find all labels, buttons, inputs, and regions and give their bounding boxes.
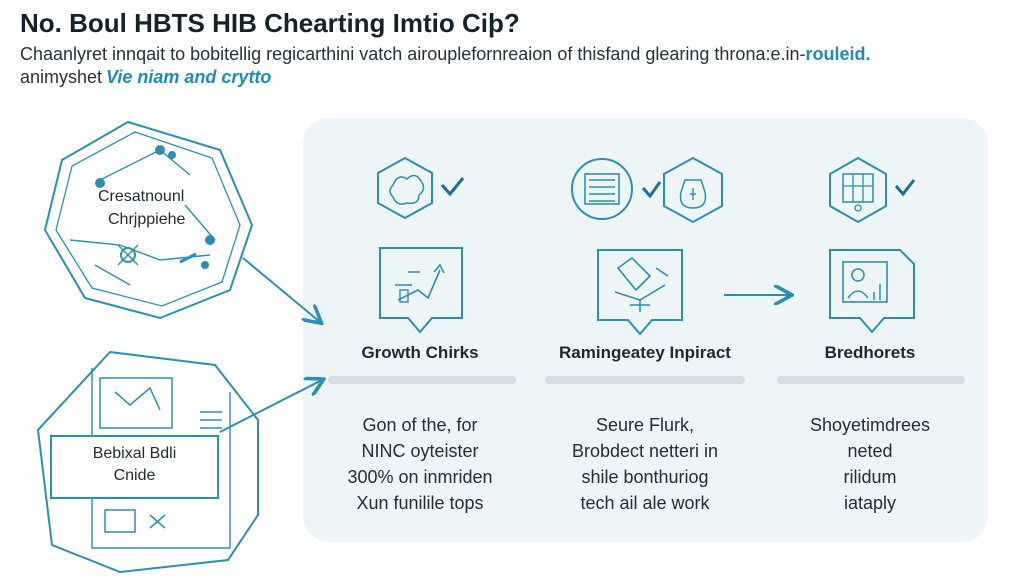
subtitle-text-1: Chaanlyret innqait to bobitellig regicar… xyxy=(20,44,806,64)
checkmark-icon xyxy=(894,179,916,197)
checkmark-icon xyxy=(440,177,465,197)
desc-line: Brobdect netteri in xyxy=(571,441,719,461)
column-title-impact: Ramingeatey Inpiract xyxy=(559,343,731,362)
brain-hexagon-icon xyxy=(377,156,433,220)
desc-line: Seure Flurk, xyxy=(595,415,695,435)
arrow-right-icon xyxy=(242,257,320,322)
info-box: Bebixal Bdli Cnide xyxy=(50,435,219,499)
arrow-right-icon xyxy=(219,380,322,433)
checkmark-icon xyxy=(641,181,662,199)
document-hexagon-icon xyxy=(571,158,633,220)
box-label-line1: Bebixal Bdli xyxy=(92,445,177,462)
column-desc-growth: Gon of the, for NINC oyteister 300% on i… xyxy=(320,412,520,516)
analytics-screen-icon xyxy=(829,249,915,334)
desc-line: rilidum xyxy=(843,467,897,487)
desc-line: Shoyetimdrees xyxy=(809,415,931,435)
desc-line: tech ail ale work xyxy=(580,493,710,513)
column-divider xyxy=(545,376,745,384)
column-divider xyxy=(328,376,516,384)
column-desc-bredhorets: Shoyetimdrees neted rilidum iataply xyxy=(770,412,970,516)
subtitle-accent-2: Vie niam and crytto xyxy=(106,67,272,87)
building-hexagon-icon xyxy=(829,156,887,224)
desc-line: iataply xyxy=(843,493,897,513)
subtitle-text-2: animyshet xyxy=(20,67,103,87)
column-title-growth: Growth Chirks xyxy=(361,343,479,362)
network-label-line2: Chrjppiehe xyxy=(108,211,186,228)
box-label-line2: Cnide xyxy=(113,467,156,484)
column-title-bredhorets: Bredhorets xyxy=(824,343,916,362)
money-bag-hexagon-icon xyxy=(663,156,723,224)
column-divider xyxy=(777,376,965,384)
desc-line: Xun funilile tops xyxy=(356,493,484,513)
network-octagon-icon xyxy=(43,120,254,320)
desc-line: 300% on inmriden xyxy=(347,467,493,487)
subtitle-line-1: Chaanlyret innqait to bobitellig regicar… xyxy=(20,44,871,65)
subtitle-accent-1: rouleid. xyxy=(805,44,871,64)
page-title: No. Boul HBTS HIB Chearting Imtio Ciþ? xyxy=(20,8,520,38)
desc-line: Gon of the, for xyxy=(362,415,478,435)
column-desc-impact: Seure Flurk, Brobdect netteri in shile b… xyxy=(545,412,745,516)
desc-line: NINC oyteister xyxy=(361,441,479,461)
handshake-icon xyxy=(597,249,683,336)
desc-line: neted xyxy=(847,441,893,461)
growth-chart-icon xyxy=(379,247,463,334)
desc-line: shile bonthuriog xyxy=(581,467,709,487)
network-label-line1: Cresatnounl xyxy=(98,188,185,205)
